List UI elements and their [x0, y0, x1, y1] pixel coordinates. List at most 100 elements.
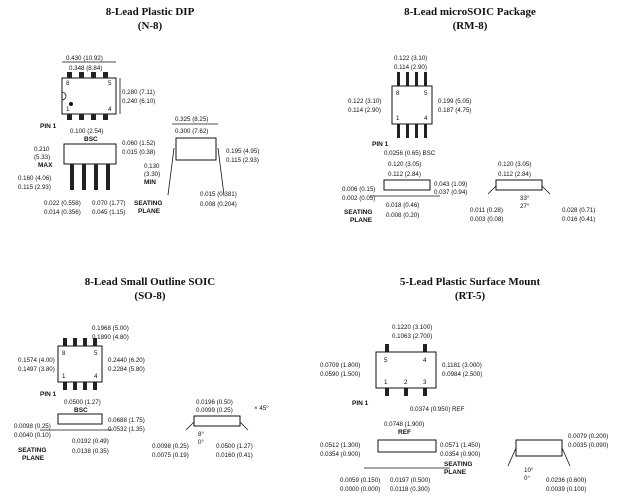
dip-drawing: 8 5 1 4 0.430 (10.92) 0.348 (8.84) 0.280…: [18, 55, 259, 216]
soic-span-max: 0.2440 (6.20): [108, 357, 145, 364]
msoic-right-max: 0.199 (5.05): [438, 98, 471, 105]
soic-angle-max: 8°: [198, 431, 204, 438]
sot-foot-max: 0.0236 (0.600): [546, 477, 586, 484]
dip-end-min: 0.115 (2.93): [226, 157, 259, 164]
msoic-angle-max: 33°: [520, 195, 530, 202]
soic-panel: 8-Lead Small Outline SOIC (SO-8) 0.1968 …: [0, 254, 300, 504]
msoic-right-min: 0.187 (4.75): [438, 107, 471, 114]
soic-w-max: 0.1574 (4.00): [18, 357, 55, 364]
msoic-code: (RM-8): [452, 20, 488, 32]
sot-w-max: 0.0709 (1.800): [320, 362, 360, 369]
sot-lead-max: 0.0571 (1.450): [440, 442, 480, 449]
dip-top-body: [61, 77, 117, 115]
sot-angle-max: 10°: [524, 467, 534, 474]
msoic-end-body: [495, 179, 543, 191]
dip-pin1-dot: [69, 102, 73, 106]
dip-end-body: [175, 137, 217, 161]
sot-w-min: 0.0590 (1.500): [320, 371, 360, 378]
sot-t-max: 0.0079 (0.200): [568, 433, 608, 440]
dip-pin-5: 5: [108, 80, 112, 87]
dip-pin-8: 8: [66, 80, 70, 87]
sot-h-max: 0.0512 (1.300): [320, 442, 360, 449]
sot-lead-min: 0.0354 (0.900): [440, 451, 480, 458]
soic-w-min: 0.1497 (3.80): [18, 366, 55, 373]
msoic-t-max: 0.011 (0.28): [470, 207, 503, 214]
soic-t-max: 0.0098 (0.25): [152, 443, 189, 450]
dip-shoulder-max: 0.060 (1.52): [122, 140, 155, 147]
dip-side-body: [63, 143, 117, 165]
msoic-panel: 8-Lead microSOIC Package (RM-8) 0.122 (3…: [320, 0, 620, 250]
sot-stand-max: 0.0059 (0.150): [340, 477, 380, 484]
dip-lead-len-max: 0.160 (4.06): [18, 175, 51, 182]
soic-lw-max: 0.0192 (0.49): [72, 438, 109, 445]
msoic-h-max: 0.043 (1.09): [434, 181, 467, 188]
soic-bsc: BSC: [74, 407, 88, 414]
sot-top-leads: [385, 344, 427, 396]
msoic-left-max: 0.122 (3.10): [348, 98, 381, 105]
dip-seating: SEATING: [134, 200, 162, 207]
soic-top-leads: [63, 338, 97, 390]
sot-pin-3: 3: [423, 379, 427, 386]
sot-ref: REF: [398, 429, 411, 436]
soic-title: 8-Lead Small Outline SOIC: [84, 276, 216, 288]
dip-h-max: 0.210: [34, 146, 50, 153]
sot-stand-min: 0.0000 (0.000): [340, 486, 380, 493]
dip-pin-4: 4: [108, 106, 112, 113]
msoic-end-max: 0.120 (3.05): [498, 161, 531, 168]
dip-width-min: 0.240 (6.10): [122, 98, 155, 105]
dip-code: (N-8): [137, 20, 163, 32]
msoic-t-min: 0.003 (0.08): [470, 216, 503, 223]
sot-seating: SEATING: [444, 461, 472, 468]
msoic-title: 8-Lead microSOIC Package: [404, 6, 536, 18]
msoic-top-leads: [397, 72, 427, 138]
dip-seat-max: 0.130: [144, 163, 160, 170]
msoic-side-min: 0.112 (2.84): [388, 171, 421, 178]
msoic-top-max: 0.122 (3.10): [394, 55, 427, 62]
soic-top-body: [57, 345, 103, 383]
sot-end-body: [515, 439, 563, 457]
soic-h-min: 0.0532 (1.35): [108, 426, 145, 433]
soic-end-body: [193, 415, 241, 427]
sot-lw-max: 0.0197 (0.500): [390, 477, 430, 484]
sot-pin-4: 4: [423, 357, 427, 364]
soic-pin-1: 1: [62, 373, 66, 380]
soic-code: (SO-8): [134, 290, 166, 302]
dip-end-max: 0.195 (4.95): [226, 148, 259, 155]
soic-span-min: 0.2284 (5.80): [108, 366, 145, 373]
sot-len-max: 0.1220 (3.100): [392, 324, 432, 331]
msoic-pin-8: 8: [396, 90, 400, 97]
soic-pitch: 0.0500 (1.27): [64, 399, 101, 406]
soic-len-min: 0.1890 (4.80): [92, 334, 129, 341]
msoic-foot-max: 0.028 (0.71): [562, 207, 595, 214]
sot-drawing: 0.1220 (3.100) 0.1063 (2.700) 5 4 1 2 3 …: [320, 324, 608, 493]
sot-code: (RT-5): [454, 290, 486, 302]
msoic-pin-5: 5: [424, 90, 428, 97]
dip-side-leads: [70, 164, 110, 190]
soic-pin-4: 4: [94, 373, 98, 380]
msoic-seating: SEATING: [344, 209, 372, 216]
sot-top-body: [375, 351, 437, 389]
soic-stand-max: 0.0098 (0.25): [14, 423, 51, 430]
msoic-drawing: 0.122 (3.10) 0.114 (2.90) 8 5 1 4 0.122 …: [342, 55, 595, 224]
dip-row-max: 0.325 (8.25): [175, 116, 208, 123]
sot-plane: PLANE: [444, 469, 467, 476]
soic-len-max: 0.1968 (5.00): [92, 325, 129, 332]
soic-cham-angle: × 45°: [254, 405, 269, 412]
msoic-lw-max: 0.018 (0.46): [386, 202, 419, 209]
sot-foot-min: 0.0039 (0.100): [546, 486, 586, 493]
sot-pin-2: 2: [404, 379, 408, 386]
dip-min: MIN: [144, 179, 156, 186]
dip-width-max: 0.280 (7.11): [122, 89, 155, 96]
dip-uplead-min: 0.045 (1.15): [92, 209, 125, 216]
soic-foot-max: 0.0500 (1.27): [216, 443, 253, 450]
sot-h-min: 0.0354 (0.900): [320, 451, 360, 458]
dip-top-leads: [67, 72, 108, 120]
msoic-h-min: 0.037 (0.94): [434, 189, 467, 196]
sot-pitch2: 0.0748 (1.900): [384, 421, 424, 428]
soic-pin1-label: PIN 1: [40, 391, 57, 398]
dip-max: MAX: [38, 162, 53, 169]
dip-pin1-label: PIN 1: [40, 123, 57, 130]
msoic-pin1-label: PIN 1: [372, 141, 389, 148]
dip-lead-w-max: 0.022 (0.558): [44, 200, 81, 207]
soic-cham-max: 0.0196 (0.50): [196, 399, 233, 406]
